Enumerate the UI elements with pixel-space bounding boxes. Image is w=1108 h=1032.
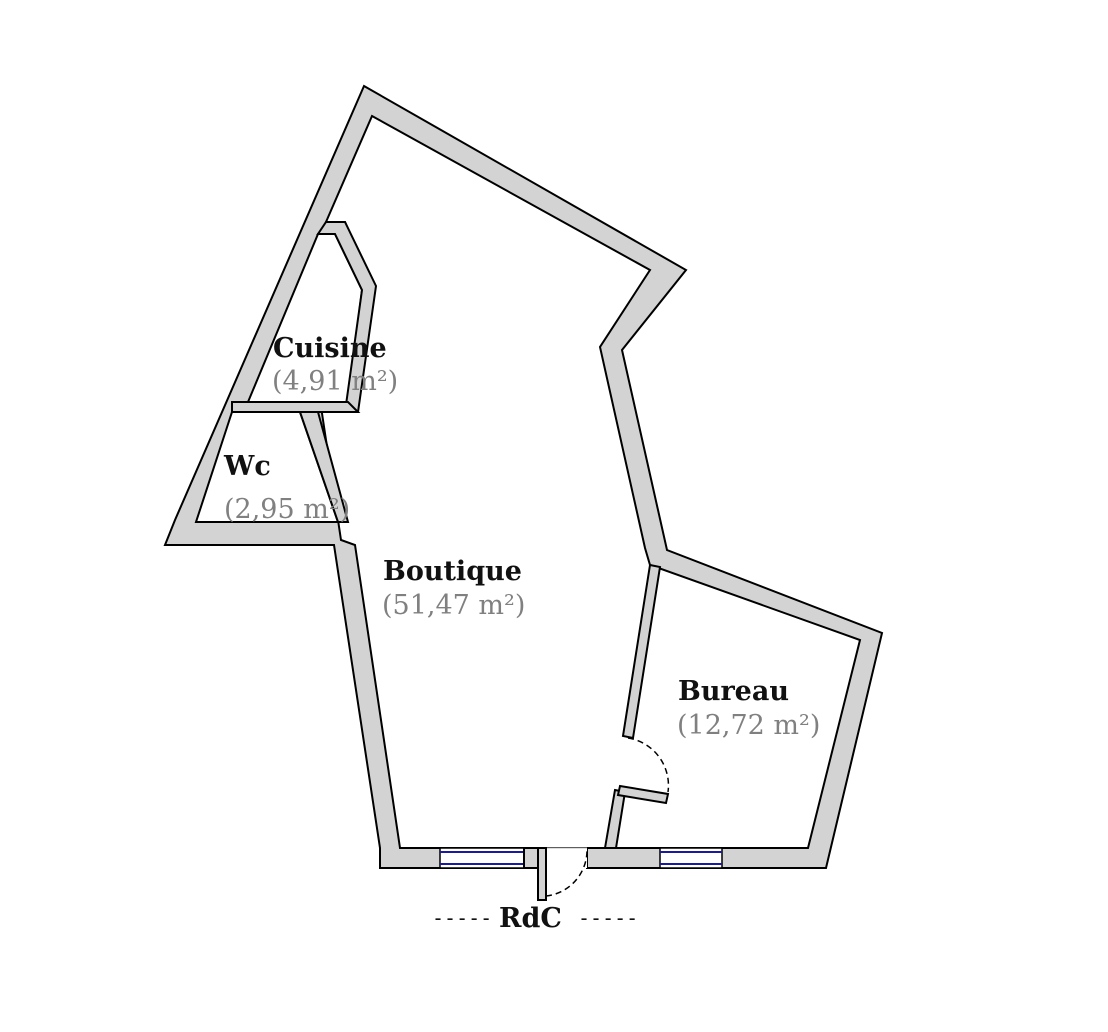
room-name-bureau: Bureau bbox=[678, 676, 789, 707]
room-area-cuisine: (4,91 m²) bbox=[272, 366, 398, 397]
room-name-cuisine: Cuisine bbox=[273, 333, 387, 364]
room-area-boutique: (51,47 m²) bbox=[382, 590, 525, 621]
room-name-wc: Wc bbox=[223, 451, 271, 482]
room-area-wc: (2,95 m²) bbox=[224, 494, 350, 525]
room-area-bureau: (12,72 m²) bbox=[677, 710, 820, 741]
entrance-gap bbox=[540, 848, 587, 868]
partition-wc-boutique bbox=[298, 411, 350, 523]
floor-label: RdC bbox=[499, 903, 562, 934]
bureau-door-swing bbox=[627, 737, 670, 793]
entrance-door-swing bbox=[545, 849, 588, 897]
partition-cuisine-wc bbox=[231, 401, 361, 413]
room-name-boutique: Boutique bbox=[383, 556, 522, 587]
partition-bureau bbox=[621, 563, 662, 740]
floor-dash-left: ----- bbox=[432, 906, 492, 930]
floor-dash-right: ----- bbox=[578, 906, 638, 930]
bureau-door-leaf bbox=[616, 784, 670, 805]
entrance-door-leaf bbox=[537, 847, 547, 901]
